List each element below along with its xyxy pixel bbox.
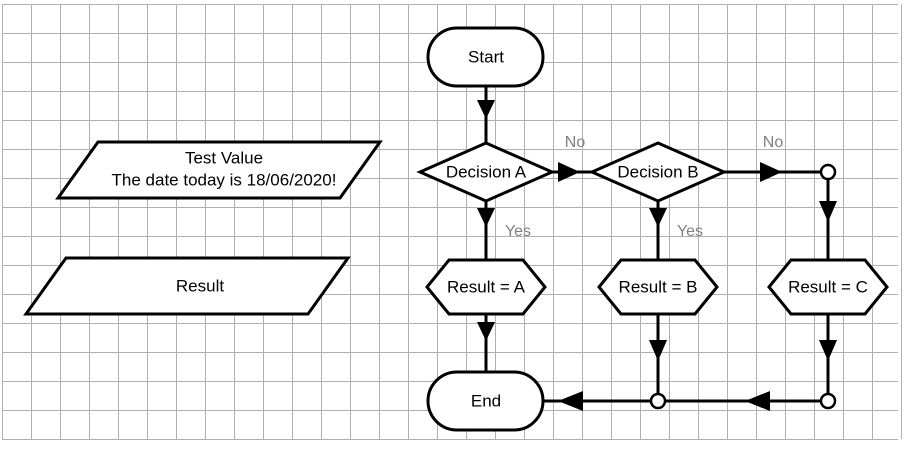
node-result-c[interactable]: Result = C: [767, 258, 889, 316]
edge-label-no-b: No: [763, 134, 784, 151]
node-input-test-value-label-1: Test Value: [185, 148, 263, 167]
edge-junction-bottom-mid-to-end: [543, 391, 658, 411]
node-input-test-value[interactable]: Test Value The date today is 18/06/2020!: [55, 140, 383, 200]
node-end-label: End: [471, 391, 501, 410]
node-input-test-value-label-2: The date today is 18/06/2020!: [112, 170, 337, 189]
node-result-a[interactable]: Result = A: [425, 258, 547, 316]
grid-lines: [2, 4, 902, 440]
edge-decision-b-yes-to-result-b: [649, 201, 667, 260]
edge-decision-a-no-to-decision-b: [552, 162, 592, 182]
edge-result-b-to-junction: [649, 314, 667, 401]
node-result-c-label: Result = C: [788, 277, 868, 296]
junction-top-right-dot: [819, 163, 837, 181]
node-decision-b-label: Decision B: [617, 162, 698, 181]
node-result-b-label: Result = B: [619, 277, 698, 296]
edge-result-a-to-end: [477, 314, 495, 372]
edge-junction-to-result-c: [819, 172, 837, 260]
edge-start-to-decision-a: [477, 86, 495, 143]
edge-decision-b-no-to-junction: [724, 162, 828, 182]
node-result-b[interactable]: Result = B: [597, 258, 719, 316]
node-start-label: Start: [468, 47, 504, 66]
node-decision-a[interactable]: Decision A: [416, 141, 556, 203]
node-start[interactable]: Start: [426, 26, 545, 88]
edge-labels: No Yes No Yes: [505, 134, 783, 240]
edge-label-no-a: No: [565, 134, 586, 151]
edge-label-yes-a: Yes: [505, 223, 531, 240]
edge-junction-bottom-right-to-mid: [658, 391, 828, 411]
node-output-result[interactable]: Result: [23, 256, 351, 316]
node-output-result-label: Result: [176, 276, 224, 295]
node-decision-b[interactable]: Decision B: [588, 141, 728, 203]
junction-bottom-mid-dot: [649, 392, 667, 410]
junction-bottom-right-dot: [819, 392, 837, 410]
edge-label-yes-b: Yes: [677, 223, 703, 240]
connectors: [477, 86, 837, 411]
junction-dots: [649, 163, 837, 410]
node-decision-a-label: Decision A: [446, 162, 527, 181]
edge-decision-a-yes-to-result-a: [477, 201, 495, 260]
node-end[interactable]: End: [426, 370, 545, 432]
node-result-a-label: Result = A: [447, 277, 526, 296]
edge-result-c-to-junction: [819, 314, 837, 401]
